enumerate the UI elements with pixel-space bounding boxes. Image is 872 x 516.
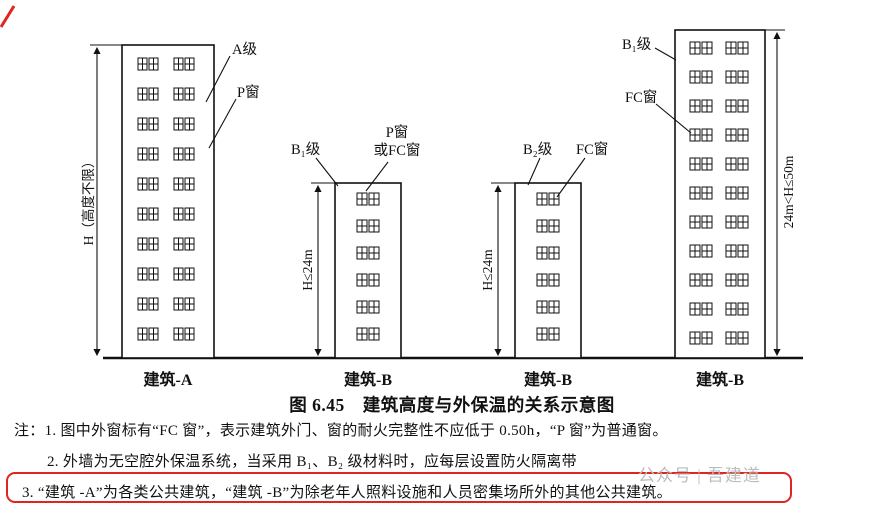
note-item-3: 3. “建筑 -A”为各类公共建筑，“建筑 -B”为除老年人照料设施和人员密集场… — [22, 485, 672, 501]
figure-caption: 图 6.45 建筑高度与外保温的关系示意图 — [289, 395, 615, 415]
window-label-building-b2: FC窗 — [576, 142, 609, 158]
building-name-a: 建筑-A — [143, 372, 193, 389]
leader-lines — [205, 47, 692, 198]
note-item-2: 2. 外墙为无空腔外保温系统，当采用 B₁、B₂ 级材料时，应每层设置防火隔离带 — [47, 454, 577, 470]
building-name-b2: 建筑-B — [523, 372, 573, 389]
grade-label-building-b2: B₂级 — [523, 142, 553, 158]
building-0-outline — [121, 44, 215, 359]
note-item-1: 1. 图中外窗标有“FC 窗”，表示建筑外门、窗的耐火完整性不应低于 0.50h… — [44, 423, 668, 439]
building-name-b3: 建筑-B — [695, 372, 745, 389]
building-2-outline — [514, 182, 582, 359]
height-dim-label-building-b3: 24m<H≤50m — [781, 155, 796, 229]
grade-label-building-b1: B₁级 — [291, 142, 321, 158]
figure-canvas — [0, 5, 803, 360]
building-0-windows — [137, 57, 195, 341]
dimension-lines — [90, 29, 785, 357]
building-2-windows — [536, 192, 560, 341]
building-1-outline — [334, 182, 402, 359]
window-label-building-a: P窗 — [237, 85, 260, 101]
grade-label-building-b3: B₁级 — [622, 37, 652, 53]
window-label-building-b3: FC窗 — [625, 90, 658, 106]
height-dim-label-building-a: H（高度不限） — [81, 154, 96, 246]
note-line-1: 注：1. 图中外窗标有“FC 窗”，表示建筑外门、窗的耐火完整性不应低于 0.5… — [14, 419, 668, 440]
building-3-windows — [689, 41, 749, 345]
watermark: 公众号 | 吾建道 — [638, 466, 761, 485]
red-corner-mark — [0, 5, 16, 28]
building-3-outline — [674, 29, 766, 359]
building-1-windows — [356, 192, 380, 341]
note-3-highlight-box — [6, 472, 792, 503]
height-dim-label-building-b1: H≤24m — [300, 249, 315, 291]
building-name-b1: 建筑-B — [343, 372, 393, 389]
height-dim-label-building-b2: H≤24m — [480, 249, 495, 291]
note-line-3: 3. “建筑 -A”为各类公共建筑，“建筑 -B”为除老年人照料设施和人员密集场… — [22, 481, 672, 502]
grade-label-building-a: A级 — [232, 42, 257, 58]
note-line-2: 2. 外墙为无空腔外保温系统，当采用 B₁、B₂ 级材料时，应每层设置防火隔离带 — [47, 450, 577, 471]
notes-prefix: 注： — [14, 423, 45, 439]
window-label-building-b1: P窗 或FC窗 — [373, 125, 421, 160]
